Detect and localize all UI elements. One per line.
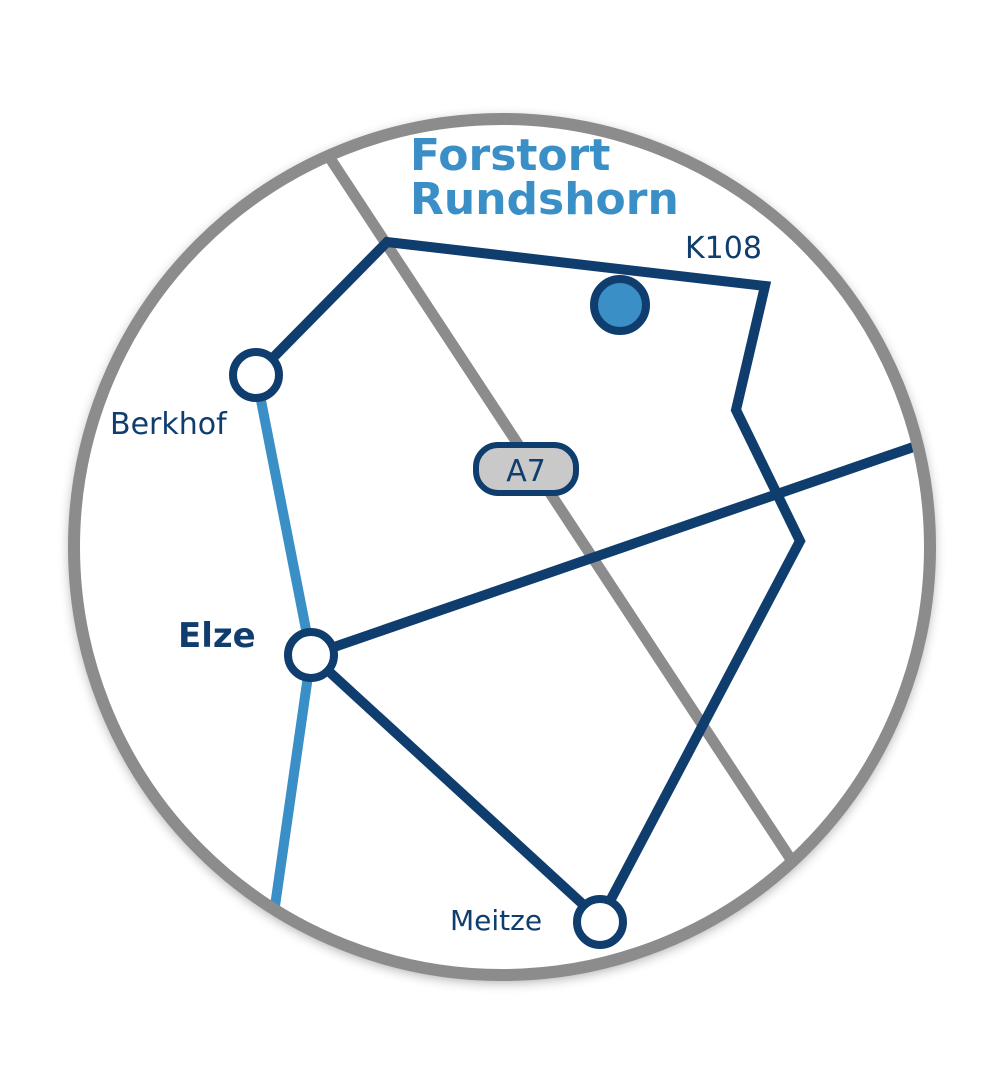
map-background	[70, 115, 934, 979]
place-berkhof-label: Berkhof	[110, 407, 228, 442]
road-elze-meitze	[306, 650, 605, 925]
map-border	[68, 113, 936, 981]
highway-a7-badge: A7	[473, 442, 579, 496]
highway-a7-line	[312, 134, 796, 864]
road-k108-label: K108	[685, 231, 762, 266]
node-meitze	[573, 895, 627, 949]
destination-marker	[590, 275, 650, 335]
place-meitze-label: Meitze	[450, 904, 542, 937]
road-elze-east	[306, 438, 930, 660]
road-k108	[251, 236, 806, 925]
highway-a7-label: A7	[506, 454, 546, 489]
node-berkhof	[229, 348, 283, 402]
map-title-line2: Rundshorn	[410, 174, 679, 225]
node-elze	[284, 628, 338, 682]
place-elze-label: Elze	[178, 616, 256, 656]
map-title-line1: Forstort	[410, 130, 610, 181]
